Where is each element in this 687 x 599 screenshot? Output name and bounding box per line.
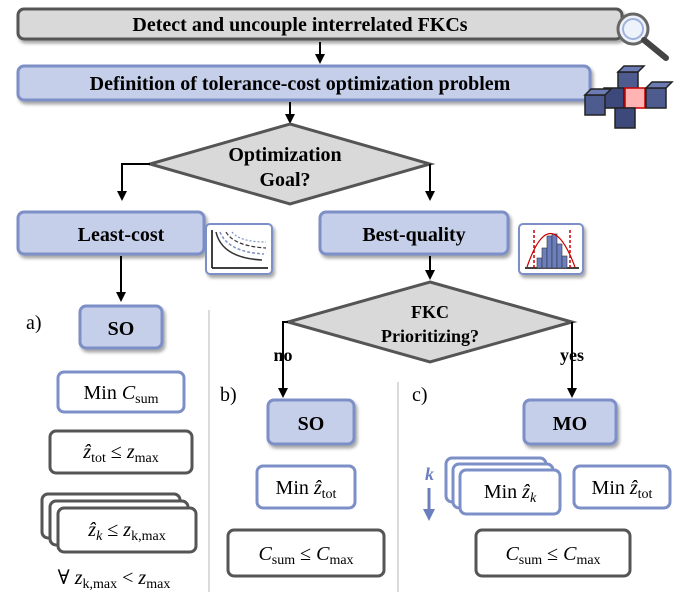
panel-b-constraint-cost: Csum ≤ Cmax <box>226 528 386 578</box>
svg-text:ẑtot ≤ zmax: ẑtot ≤ zmax <box>82 441 158 466</box>
svg-text:Csum ≤ Cmax: Csum ≤ Cmax <box>258 543 353 568</box>
decision-prio-yes-label: yes <box>560 345 584 365</box>
decision-prio-line1: FKC <box>411 302 449 322</box>
panel-b-min-var: ẑ <box>313 477 322 499</box>
panel-c-min-k-pre: Min <box>484 481 522 503</box>
arrow-prio-no <box>278 321 288 398</box>
panel-b-c1-op: ≤ <box>295 543 316 565</box>
panel-b-c1-sub2: max <box>329 553 353 568</box>
panel-c-min-tot-sub: tot <box>638 487 653 502</box>
least-cost-box: Least-cost <box>16 210 206 256</box>
pareto-chart-icon <box>205 223 273 275</box>
panel-c-min-tot-var: ẑ <box>629 477 638 499</box>
panel-b-min-box: Min ẑtot <box>255 464 357 510</box>
svg-text:Min ẑtot: Min ẑtot <box>592 477 653 502</box>
panel-a-forall-sub: k,max <box>83 577 118 592</box>
panel-c-min-tot-box: Min ẑtot <box>572 464 672 510</box>
panel-a-c1-var: ẑ <box>82 441 91 463</box>
panel-b-c1-var2: C <box>316 543 330 565</box>
svg-text:ẑk ≤ zk,max: ẑk ≤ zk,max <box>87 519 165 544</box>
distribution-chart-icon <box>518 223 584 275</box>
panel-b-min-sub: tot <box>322 487 337 502</box>
panel-a-constraint-k-stack: ẑk ≤ zk,max <box>40 492 198 554</box>
panel-b-tag: b) <box>220 384 237 406</box>
definition-step-label: Definition of tolerance-cost optimizatio… <box>90 73 511 95</box>
svg-text:Min ẑtot: Min ẑtot <box>276 477 337 502</box>
panel-b-so-box: SO <box>266 398 356 446</box>
best-quality-box: Best-quality <box>318 210 510 256</box>
panel-a-c1-var2: z <box>126 441 135 463</box>
panel-a-forall-op: < <box>117 567 138 589</box>
panel-a-so-label: SO <box>108 318 135 340</box>
panel-a-c1-sub2: max <box>135 451 159 466</box>
panel-a-constraint-tot: ẑtot ≤ zmax <box>48 429 194 475</box>
panel-b-min-pre: Min <box>276 477 314 499</box>
panel-a-min-sub: sum <box>135 392 158 407</box>
panel-c-c1-op: ≤ <box>542 543 563 565</box>
panel-c-min-k-sub: k <box>530 491 537 506</box>
panel-c-c1-var: C <box>505 543 519 565</box>
decision-goal-line2: Goal? <box>259 169 310 191</box>
panel-c-c1-var2: C <box>563 543 577 565</box>
decision-prio-line2: Prioritizing? <box>381 326 479 346</box>
panel-a-min-var: C <box>122 382 136 404</box>
panel-a-so-box: SO <box>78 304 164 350</box>
panel-c-min-k-var: ẑ <box>521 481 530 503</box>
svg-text:Min ẑk: Min ẑk <box>484 481 537 506</box>
panel-c-mo-label: MO <box>553 413 587 435</box>
panel-a-forall-var2: z <box>137 567 146 589</box>
cube-assembly-icon <box>583 65 674 129</box>
decision-prio-no-label: no <box>273 345 292 365</box>
panel-a-forall: ∀ zk,max < zmax <box>58 567 171 592</box>
panel-c-k-label: k <box>425 464 434 484</box>
panel-a-c2-sub: k <box>96 529 103 544</box>
panel-a-c2-var2: z <box>122 519 131 541</box>
panel-c-constraint-cost: Csum ≤ Cmax <box>474 528 632 578</box>
panel-c-c1-sub: sum <box>519 553 542 568</box>
magnifier-icon <box>616 12 669 61</box>
decision-optimization-goal: Optimization Goal? <box>144 122 436 206</box>
detect-step: Detect and uncouple interrelated FKCs <box>16 7 624 41</box>
detect-step-label: Detect and uncouple interrelated FKCs <box>132 14 467 36</box>
decision-fkc-prioritizing: FKC Prioritizing? <box>282 280 578 364</box>
panel-a-tag: a) <box>26 312 42 334</box>
decision-goal-line1: Optimization <box>228 144 341 166</box>
panel-a-c1-sub: tot <box>91 451 106 466</box>
least-cost-label: Least-cost <box>78 224 165 246</box>
panel-c-min-k-stack: Min ẑk <box>444 456 562 516</box>
definition-step: Definition of tolerance-cost optimizatio… <box>16 64 592 102</box>
panel-a-c2-var: ẑ <box>87 519 96 541</box>
panel-a-forall-sub2: max <box>146 577 170 592</box>
svg-text:Min Csum: Min Csum <box>83 382 158 407</box>
arrow-goal-to-least-cost <box>117 163 150 201</box>
panel-a-c2-op: ≤ <box>102 519 123 541</box>
panel-a-min-pre: Min <box>83 382 121 404</box>
best-quality-label: Best-quality <box>362 224 465 246</box>
panel-c-tag: c) <box>412 384 428 406</box>
panel-a-min-box: Min Csum <box>56 370 186 414</box>
panel-c-min-tot-pre: Min <box>592 477 630 499</box>
panel-b-so-label: SO <box>298 413 325 435</box>
panel-a-forall-pre: ∀ <box>58 567 75 589</box>
panel-b-c1-sub: sum <box>272 553 295 568</box>
panel-b-c1-var: C <box>258 543 272 565</box>
panel-c-mo-box: MO <box>522 398 618 446</box>
panel-a-c1-op: ≤ <box>106 441 127 463</box>
panel-c-c1-sub2: max <box>576 553 600 568</box>
panel-a-c2-sub2: k,max <box>131 529 166 544</box>
panel-a-forall-var: z <box>74 567 83 589</box>
svg-text:Csum ≤ Cmax: Csum ≤ Cmax <box>505 543 600 568</box>
